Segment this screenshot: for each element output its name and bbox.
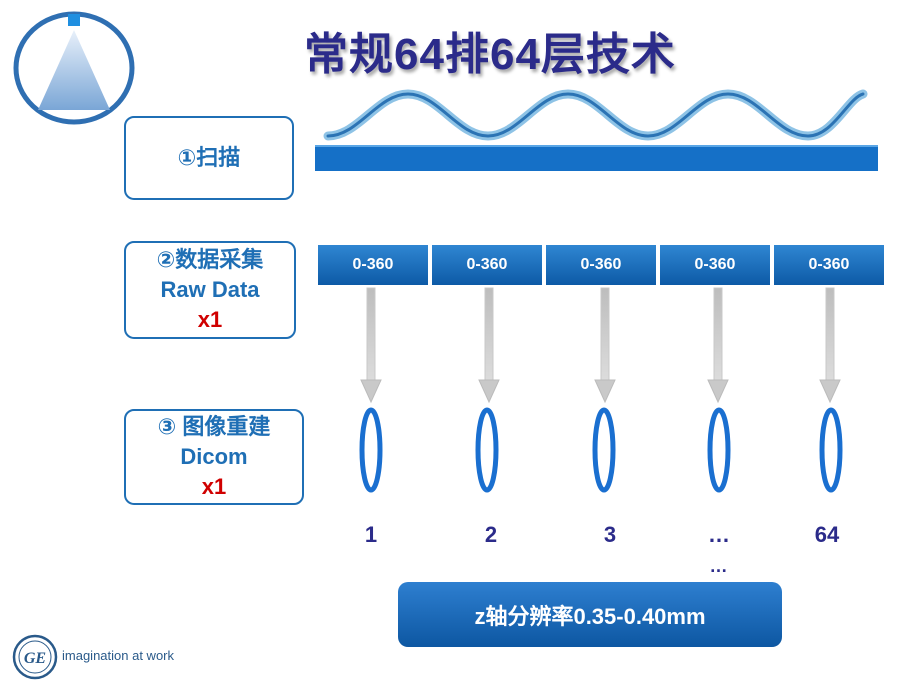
slice-ring-icon [359, 407, 383, 493]
data-segment: 0-360 [774, 245, 884, 285]
ge-logo-letters: GE [24, 650, 46, 667]
reconstruction-flow [359, 287, 843, 493]
arrow-down-icon [478, 287, 500, 404]
resolution-box: z轴分辨率0.35-0.40mm [398, 582, 782, 647]
arrow-down-icon [360, 287, 382, 404]
arrow-down-icon [707, 287, 729, 404]
data-segment: 0-360 [660, 245, 770, 285]
step-acquisition-box: ②数据采集 Raw Data x1 [124, 241, 296, 339]
arrow-down-icon [819, 287, 841, 404]
step-scan-label: ①扫描 [177, 145, 241, 171]
resolution-label: z轴分辨率0.35-0.40mm [474, 603, 706, 629]
slice-index: 2 [484, 522, 498, 547]
slide-title: 常规64排64层技术 [304, 30, 676, 79]
step-reconstruction-box: ③ 图像重建 Dicom x1 [124, 409, 304, 505]
step-acquisition-count: x1 [197, 306, 223, 332]
slice-ring-icon [819, 407, 843, 493]
scanner-logo [13, 11, 135, 125]
slice-index: 64 [814, 522, 840, 547]
ge-logo: GE [12, 634, 58, 680]
step-reconstruction-count: x1 [201, 473, 227, 499]
arrow-down-icon [594, 287, 616, 404]
scan-wave [323, 89, 868, 141]
step-acquisition-sub: Raw Data [160, 277, 260, 303]
brand-tagline: imagination at work [62, 648, 174, 663]
slice-ring-icon [475, 407, 499, 493]
slice-ring-icon [592, 407, 616, 493]
slice-index: 1 [364, 522, 378, 547]
slice-index: 3 [603, 522, 617, 547]
step-reconstruction-label: ③ 图像重建 [157, 414, 271, 440]
data-segment: 0-360 [546, 245, 656, 285]
data-segment: 0-360 [318, 245, 428, 285]
step-acquisition-label: ②数据采集 [156, 247, 264, 273]
continuation-dots: … [709, 556, 729, 576]
slice-ring-icon [707, 407, 731, 493]
data-segment: 0-360 [432, 245, 542, 285]
scan-bar [315, 145, 878, 171]
step-reconstruction-sub: Dicom [180, 444, 248, 470]
step-scan-box: ①扫描 [124, 116, 294, 200]
slice-index: … [708, 522, 730, 547]
